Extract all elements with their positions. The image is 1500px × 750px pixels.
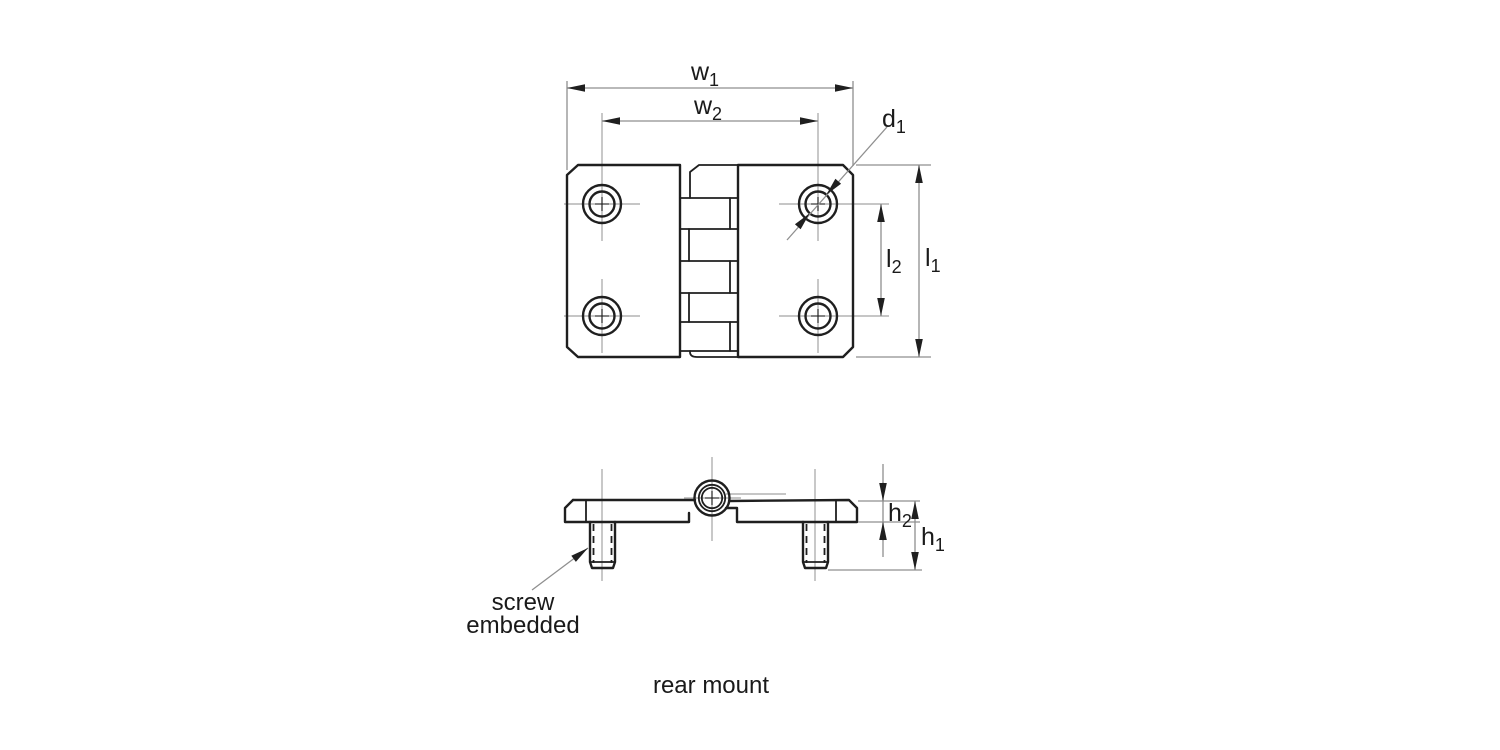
- hole-bottom-left-inner: [588, 302, 616, 330]
- dim-label-l2: l2: [886, 245, 902, 277]
- hole-bottom-right-inner: [804, 302, 832, 330]
- hole-bottom-left-center-mark: [595, 309, 609, 323]
- barrel-inner-curl: [697, 483, 727, 513]
- dimension-l2: l2: [877, 204, 902, 316]
- side-view-centerlines: [601, 457, 816, 581]
- dimension-w2: w2: [602, 92, 818, 125]
- screw-embedded-annotation: screw embedded: [466, 547, 589, 639]
- hole-top-left-center-mark: [595, 197, 609, 211]
- hole-top-right-outer: [797, 183, 839, 225]
- pin-center-mark: [705, 491, 719, 505]
- embedded-screws: [588, 520, 830, 570]
- hole-top-left-inner: [588, 190, 616, 218]
- right-leaf-outline: [736, 163, 855, 359]
- dim-label-w2: w2: [693, 92, 722, 124]
- knuckle-segment-top: [689, 164, 739, 199]
- dim-label-l1: l1: [925, 244, 941, 276]
- screw-note-leader: [531, 547, 589, 591]
- screw-note-line1: screw: [492, 589, 555, 616]
- d1-arrow-lower: [794, 212, 811, 230]
- d1-leader-line: [786, 126, 888, 241]
- dim-label-h1: h1: [921, 523, 945, 555]
- screw-holes: [581, 183, 839, 337]
- side-view: h2 h1 screw embedded: [466, 457, 945, 639]
- right-leaf-profile: [724, 498, 859, 524]
- dimension-h2: h2: [858, 464, 920, 557]
- screw-note-line2: embedded: [466, 612, 579, 639]
- dim-label-d1: d1: [882, 105, 906, 137]
- d1-arrow-upper: [825, 178, 842, 196]
- dimension-d1: d1: [786, 105, 906, 241]
- top-view-centerlines: [564, 113, 889, 353]
- hinge-pin: [700, 486, 724, 510]
- hole-bottom-right-outer: [797, 295, 839, 337]
- left-screw-outline: [588, 520, 617, 570]
- hole-top-left-outer: [581, 183, 623, 225]
- drawing-caption: rear mount: [653, 672, 769, 699]
- left-leaf-outline: [565, 163, 682, 359]
- left-leaf-profile: [563, 498, 697, 524]
- knuckle-segment-bottom: [689, 350, 739, 358]
- hole-bottom-left-outer: [581, 295, 623, 337]
- right-screw-outline: [801, 520, 830, 570]
- dimension-l1: l1: [856, 164, 941, 358]
- knuckle-barrel-profile: [693, 479, 731, 517]
- dimension-w1: w1: [566, 58, 854, 170]
- right-leaf-outline-path: [724, 498, 859, 524]
- left-leaf-end-and-bottom: [563, 498, 691, 524]
- dim-label-w1: w1: [690, 58, 719, 90]
- hole-bottom-right-center-mark: [811, 309, 825, 323]
- top-view: w1 w2 d1 l2 l1: [564, 58, 941, 359]
- dim-label-h2: h2: [888, 499, 912, 531]
- hole-top-right-inner: [804, 190, 832, 218]
- knuckle-segments: [679, 164, 739, 358]
- barrel-outer-curl: [693, 479, 731, 517]
- dimension-h1: h1: [828, 501, 945, 571]
